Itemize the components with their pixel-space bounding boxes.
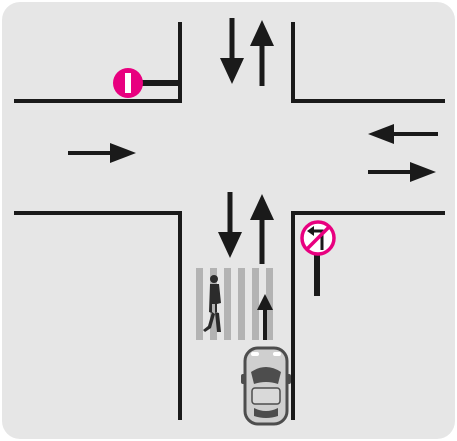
road-edge-top-left [14,22,182,103]
crosswalk-stripe [196,268,203,340]
no-left-turn-sign-icon [300,220,336,296]
arrow-up-icon [250,20,274,86]
crosswalk-stripe [252,268,259,340]
lane-arrows [68,18,438,340]
no-entry-sign-icon [113,68,178,98]
sign-post [140,80,178,86]
arrow-left-icon [368,124,438,144]
arrow-up-icon [250,194,274,264]
pedestrian-icon [203,275,221,332]
arrow-down-icon [218,192,242,258]
road-edge-bottom-right [291,211,445,420]
road-edges [14,22,445,420]
sign-post [314,252,320,296]
crosswalk-stripe [238,268,245,340]
arrow-down-icon [220,18,244,84]
car-icon [241,346,291,426]
arrow-right-icon [68,143,136,163]
crosswalk-stripe [224,268,231,340]
arrow-right-icon [368,162,436,182]
road-edge-top-right [291,22,445,103]
road-edge-bottom-left [14,211,182,420]
car-path-arrow-up-icon [257,294,273,340]
